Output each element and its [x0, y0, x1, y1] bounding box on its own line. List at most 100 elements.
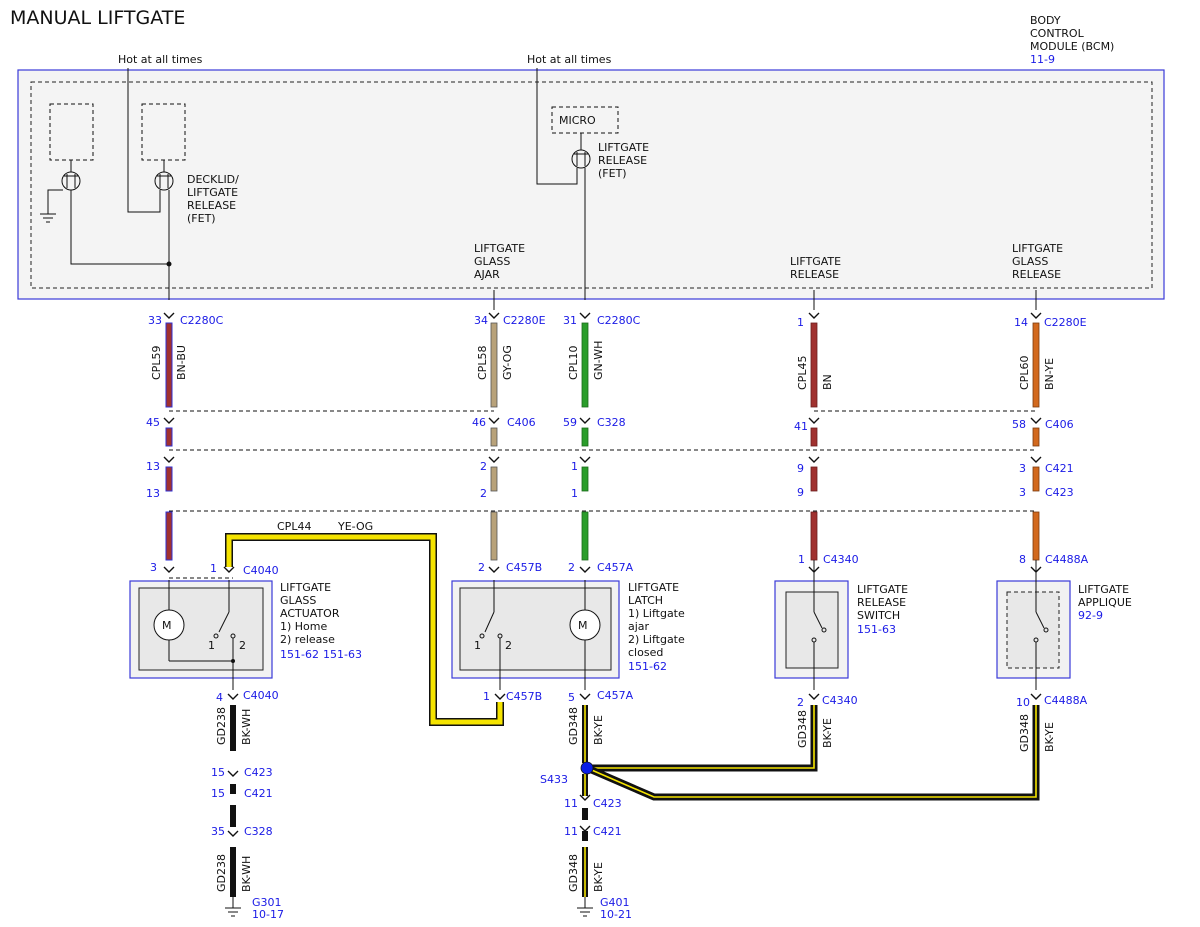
g1-pin2: 15 [211, 766, 225, 779]
w5-conn4: C423 [1045, 486, 1074, 499]
w2-color: GY-OG [501, 345, 514, 380]
liftgate-release-fet-circuit [536, 68, 619, 300]
svg-text:CONTROL: CONTROL [1030, 27, 1085, 40]
g2-ground: G401 [600, 896, 630, 909]
w2-pin5: 2 [478, 561, 485, 574]
svg-text:GLASS: GLASS [280, 594, 316, 607]
svg-text:92-9: 92-9 [1078, 609, 1103, 622]
g1-pin4: 35 [211, 825, 225, 838]
svg-text:DECKLID/: DECKLID/ [187, 173, 239, 186]
g3-pin: 2 [797, 696, 804, 709]
svg-text:LIFTGATE: LIFTGATE [1078, 583, 1129, 596]
micro-label: MICRO [559, 114, 596, 127]
g3-circuit: GD348 [796, 710, 809, 748]
w3-color: GN-WH [592, 341, 605, 380]
release-switch-label: LIFTGATE RELEASE SWITCH 151-63 [857, 583, 908, 636]
g4-color: BK-YE [1043, 722, 1056, 752]
applique-component [996, 580, 1071, 690]
ground-wire-gd348-main [577, 693, 593, 917]
glass-actuator-component [129, 580, 273, 690]
w3-pin3: 1 [571, 460, 578, 473]
w2-conn2: C406 [507, 416, 536, 429]
g1-ground: G301 [252, 896, 282, 909]
wire-cpl60 [1030, 312, 1042, 582]
svg-text:RELEASE: RELEASE [1012, 268, 1061, 281]
svg-text:151-63: 151-63 [323, 648, 362, 661]
w4-pin: 1 [797, 316, 804, 329]
liftgate-release-fet-label: LIFTGATE RELEASE (FET) [598, 141, 649, 180]
w2-circuit: CPL58 [476, 346, 489, 380]
svg-text:BODY: BODY [1030, 14, 1061, 27]
w1-pin3: 13 [146, 460, 160, 473]
g4-pin: 10 [1016, 696, 1030, 709]
latch-label: LIFTGATE LATCH 1) Liftgate ajar 2) Liftg… [628, 581, 685, 673]
g1-ref: 10-17 [252, 908, 284, 921]
g1-conn3: C421 [244, 787, 273, 800]
svg-text:closed: closed [628, 646, 663, 659]
w4-pin2: 41 [794, 420, 808, 433]
w2-conn: C2280E [503, 314, 546, 327]
g2-pin3: 11 [564, 825, 578, 838]
wire-cpl10 [579, 312, 591, 573]
svg-text:151-62: 151-62 [280, 648, 319, 661]
w5-pin5: 8 [1019, 553, 1026, 566]
g2-conn: C457A [597, 689, 634, 702]
latch-sw1: 1 [474, 639, 481, 652]
w4-pin4: 9 [797, 486, 804, 499]
svg-text:LIFTGATE: LIFTGATE [280, 581, 331, 594]
svg-text:ajar: ajar [628, 620, 650, 633]
g1-color2: BK-WH [240, 856, 253, 892]
svg-text:LATCH: LATCH [628, 594, 663, 607]
svg-text:(FET): (FET) [598, 167, 627, 180]
release-switch-component [774, 580, 849, 690]
wire-cpl59 [163, 312, 175, 573]
glass-ajar-label: LIFTGATE GLASS AJAR [474, 242, 525, 281]
bcm-label: BODY CONTROL MODULE (BCM) 11-9 [1030, 14, 1114, 66]
actuator-sw1: 1 [208, 639, 215, 652]
cpl44-pin-bot: 1 [483, 690, 490, 703]
decklid-fet-circuit [40, 68, 186, 300]
ground-wire-gd238 [225, 693, 241, 917]
w1-circuit: CPL59 [150, 346, 163, 380]
w1-pin4: 13 [146, 487, 160, 500]
svg-text:RELEASE: RELEASE [187, 199, 236, 212]
svg-text:LIFTGATE: LIFTGATE [598, 141, 649, 154]
liftgate-release-label: LIFTGATE RELEASE [790, 255, 841, 281]
w5-conn3: C421 [1045, 462, 1074, 475]
svg-text:RELEASE: RELEASE [598, 154, 647, 167]
svg-text:LIFTGATE: LIFTGATE [790, 255, 841, 268]
g2-ref: 10-21 [600, 908, 632, 921]
g1-circuit2: GD238 [215, 854, 228, 892]
hot-label-2: Hot at all times [527, 53, 612, 66]
svg-text:(FET): (FET) [187, 212, 216, 225]
g1-circuit: GD238 [215, 707, 228, 745]
svg-text:RELEASE: RELEASE [857, 596, 906, 609]
g3-color: BK-YE [821, 718, 834, 748]
decklid-fet-label: DECKLID/ LIFTGATE RELEASE (FET) [187, 173, 239, 225]
w3-pin4: 1 [571, 487, 578, 500]
w1-pin: 33 [148, 314, 162, 327]
latch-motor-label: M [578, 619, 588, 632]
w1-pin5: 3 [150, 561, 157, 574]
svg-text:GLASS: GLASS [474, 255, 510, 268]
g2-splice: S433 [540, 773, 568, 786]
hot-label-1: Hot at all times [118, 53, 203, 66]
actuator-motor-label: M [162, 619, 172, 632]
g1-conn2: C423 [244, 766, 273, 779]
g1-pin3: 15 [211, 787, 225, 800]
w3-pin5: 2 [568, 561, 575, 574]
bcm-ref: 11-9 [1030, 53, 1055, 66]
g2-color2: BK-YE [592, 862, 605, 892]
w4-color: BN [821, 374, 834, 390]
w5-pin2: 58 [1012, 418, 1026, 431]
svg-text:1) Home: 1) Home [280, 620, 328, 633]
w5-pin3: 3 [1019, 462, 1026, 475]
w2-conn5: C457B [506, 561, 542, 574]
actuator-sw2: 2 [239, 639, 246, 652]
svg-text:1) Liftgate: 1) Liftgate [628, 607, 685, 620]
latch-sw2: 2 [505, 639, 512, 652]
applique-label: LIFTGATE APPLIQUE 92-9 [1078, 583, 1132, 622]
g2-conn2: C423 [593, 797, 622, 810]
g1-color: BK-WH [240, 709, 253, 745]
